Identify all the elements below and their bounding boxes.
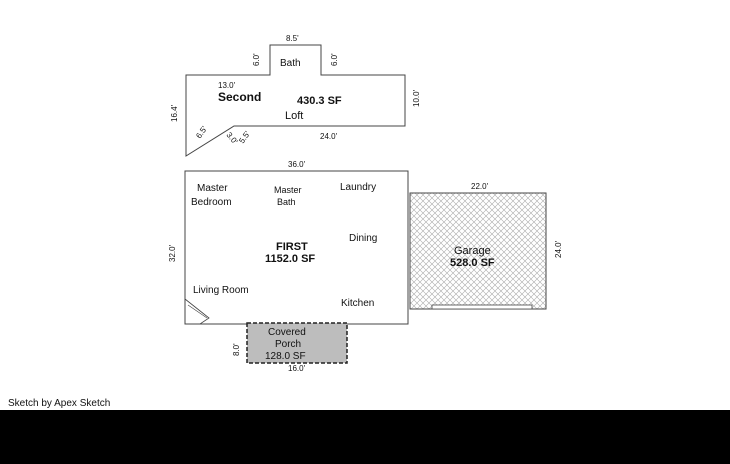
room-laundry: Laundry xyxy=(340,182,376,193)
garage-name: Garage xyxy=(454,245,491,257)
room-bath-second: Bath xyxy=(280,58,301,69)
room-master-bath-l2: Bath xyxy=(277,197,296,207)
porch-name-l2: Porch xyxy=(275,339,301,350)
dim-first-top: 36.0' xyxy=(288,160,306,169)
stair-line xyxy=(187,304,208,319)
dim-second-top: 8.5' xyxy=(286,34,299,43)
dim-second-bottom: 24.0' xyxy=(320,132,338,141)
first-floor-outline xyxy=(184,170,409,325)
dim-second-bath-left: 6.0' xyxy=(252,53,261,66)
porch-area: 128.0 SF xyxy=(265,351,306,362)
stair-corner-mark xyxy=(184,298,210,325)
sketch-canvas: 8.5' 6.0' 6.0' 13.0' 16.4' 10.0' 24.0' 6… xyxy=(0,0,730,410)
garage-door xyxy=(431,304,533,310)
dim-porch-bottom: 16.0' xyxy=(288,364,306,373)
dim-garage-right: 24.0' xyxy=(554,240,563,258)
dim-second-bath-right: 6.0' xyxy=(330,53,339,66)
first-floor-name: FIRST xyxy=(276,241,308,253)
dim-second-left-top: 13.0' xyxy=(218,81,236,90)
room-master-bath-l1: Master xyxy=(274,185,302,195)
second-floor-name: Second xyxy=(218,90,261,104)
dim-first-left: 32.0' xyxy=(168,244,177,262)
porch-outline xyxy=(246,322,348,364)
room-loft: Loft xyxy=(285,110,303,122)
second-floor-area: 430.3 SF xyxy=(297,95,342,107)
dim-second-left-side: 16.4' xyxy=(170,104,179,122)
footer-strip xyxy=(0,410,730,464)
dim-second-right-side: 10.0' xyxy=(412,89,421,107)
garage-outline xyxy=(409,192,547,310)
dim-garage-top: 22.0' xyxy=(471,182,489,191)
porch-name-l1: Covered xyxy=(268,327,306,338)
sketch-credit: Sketch by Apex Sketch xyxy=(8,398,111,409)
room-master-bedroom-l2: Bedroom xyxy=(191,197,232,208)
room-living-room: Living Room xyxy=(193,285,249,296)
floor-plan-sketch: 8.5' 6.0' 6.0' 13.0' 16.4' 10.0' 24.0' 6… xyxy=(168,34,563,373)
room-kitchen: Kitchen xyxy=(341,298,374,309)
first-floor-area: 1152.0 SF xyxy=(265,253,315,265)
second-floor-outline xyxy=(185,44,406,157)
dim-porch-left: 8.0' xyxy=(232,343,241,356)
garage-area: 528.0 SF xyxy=(450,257,495,269)
room-master-bedroom-l1: Master xyxy=(197,183,228,194)
dim-second-diag-c: 5.5' xyxy=(237,129,252,145)
room-dining: Dining xyxy=(349,233,377,244)
